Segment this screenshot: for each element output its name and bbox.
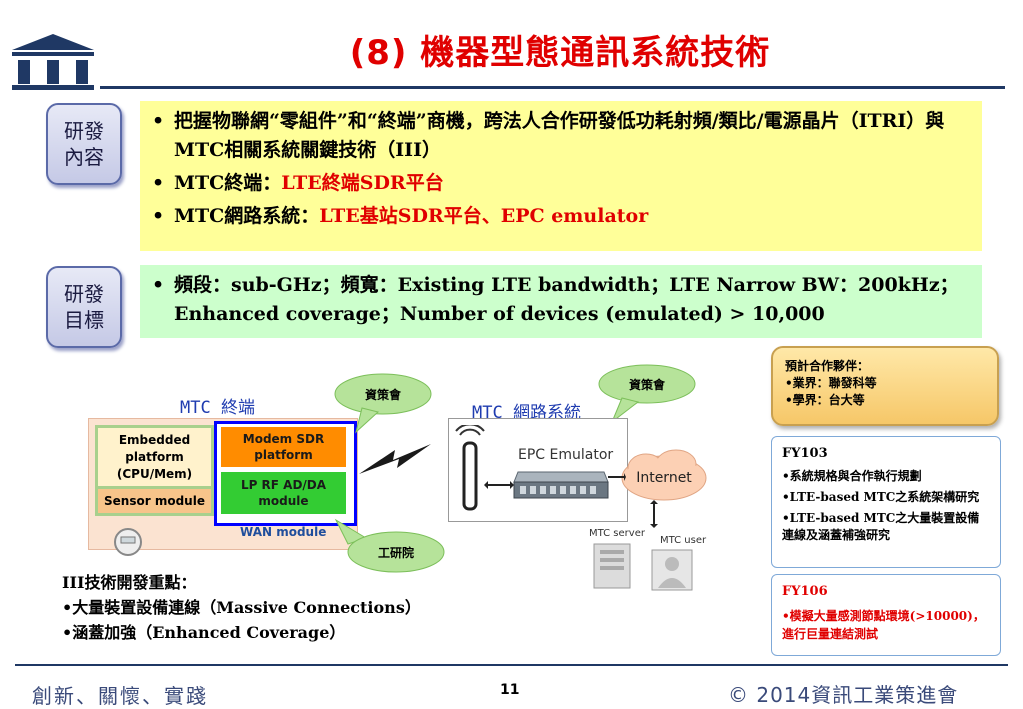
- iii-bubble-terminal: 資策會: [334, 373, 432, 434]
- iii-bubble-network-text: 資策會: [629, 377, 666, 392]
- content-bullet-2: MTC終端：LTE終端SDR平台: [152, 169, 972, 198]
- epc-internet-arrow: [608, 473, 626, 481]
- embedded-platform-block: Embedded platform (CPU/Mem): [95, 425, 214, 489]
- fy103-panel: FY103 •系統規格與合作執行規劃 •LTE-based MTC之系統架構研究…: [771, 436, 1001, 568]
- footer-slogan: 創新、關懷、實踐: [32, 684, 208, 708]
- fy103-item-2: •LTE-based MTC之系統架構研究: [782, 490, 980, 504]
- wan-module-label: WAN module: [240, 525, 327, 539]
- partners-academia: •學界：台大等: [785, 393, 865, 407]
- server-icon: [593, 543, 631, 589]
- internet-label: Internet: [636, 470, 692, 486]
- rd-goal-box: 頻段：sub-GHz；頻寬：Existing LTE bandwidth；LTE…: [140, 265, 982, 338]
- iii-logo: [12, 34, 94, 90]
- base-station-icon: [455, 425, 485, 511]
- fy103-title: FY103: [782, 446, 828, 461]
- iii-focus-list: III技術開發重點： •大量裝置設備連線（Massive Connections…: [62, 570, 421, 645]
- mtc-user-label: MTC user: [660, 535, 707, 546]
- rd-goal-label-line2: 目標: [64, 308, 104, 332]
- partners-title: 預計合作夥伴：: [785, 359, 870, 373]
- rd-content-label-line1: 研發: [64, 119, 104, 143]
- content-bullet-1: 把握物聯網“零組件”和“終端”商機，跨法人合作研發低功耗射頻/類比/電源晶片（I…: [152, 107, 972, 165]
- content-bullet-2-highlight: LTE終端SDR平台: [281, 172, 444, 194]
- sensor-module-block: Sensor module: [95, 486, 214, 516]
- iii-focus-item-2: •涵蓋加強（Enhanced Coverage）: [62, 623, 346, 642]
- fy106-item: •模擬大量感測節點環境(>10000)，進行巨量連結測試: [782, 609, 985, 641]
- fy103-item-1: •系統規格與合作執行規劃: [782, 469, 922, 483]
- iii-focus-item-1: •大量裝置設備連線（Massive Connections）: [62, 598, 421, 617]
- bs-epc-arrow: [484, 481, 514, 489]
- meter-device-icon: [114, 528, 142, 556]
- lp-rf-block: LP RF AD/DA module: [221, 472, 346, 514]
- iii-focus-title: III技術開發重點：: [62, 573, 197, 592]
- fy106-panel: FY106 •模擬大量感測節點環境(>10000)，進行巨量連結測試: [771, 574, 1001, 656]
- wireless-link-icon: [359, 444, 431, 474]
- internet-cloud-icon: Internet: [621, 449, 707, 501]
- iii-bubble-network: 資策會: [598, 364, 696, 424]
- goal-bullet: 頻段：sub-GHz；頻寬：Existing LTE bandwidth；LTE…: [152, 271, 972, 329]
- mtc-server-label: MTC server: [589, 528, 645, 539]
- content-bullet-3-highlight: LTE基站SDR平台、EPC emulator: [319, 205, 649, 227]
- partners-panel: 預計合作夥伴： •業界：聯發科等 •學界：台大等: [771, 346, 999, 426]
- internet-user-arrow: [650, 500, 658, 528]
- itri-bubble: 工研院: [334, 518, 445, 573]
- itri-bubble-text: 工研院: [378, 545, 414, 560]
- page-number: 11: [500, 682, 520, 698]
- page-title: (8) 機器型態通訊系統技術: [349, 33, 771, 73]
- partners-industry: •業界：聯發科等: [785, 376, 877, 390]
- iii-bubble-terminal-text: 資策會: [365, 387, 402, 402]
- network-frame: [448, 418, 628, 522]
- footer-copyright: © 2014資訊工業策進會: [728, 683, 959, 707]
- fy103-item-3: •LTE-based MTC之大量裝置設備連線及涵蓋補強研究: [782, 511, 980, 542]
- rd-goal-label-line1: 研發: [64, 282, 104, 306]
- content-bullet-3-prefix: MTC網路系統：: [174, 205, 320, 227]
- title-divider: [100, 86, 1005, 89]
- content-bullet-3: MTC網路系統：LTE基站SDR平台、EPC emulator: [152, 202, 972, 231]
- rd-content-label-line2: 內容: [64, 145, 104, 169]
- content-bullet-2-prefix: MTC終端：: [174, 172, 282, 194]
- epc-emulator-label: EPC Emulator: [518, 447, 614, 463]
- epc-emulator-icon: [513, 471, 609, 499]
- user-icon: [651, 549, 693, 591]
- rd-content-box: 把握物聯網“零組件”和“終端”商機，跨法人合作研發低功耗射頻/類比/電源晶片（I…: [140, 101, 982, 251]
- mtc-terminal-label: MTC 終端: [180, 398, 255, 418]
- rd-goal-label: 研發 目標: [46, 266, 122, 348]
- modem-sdr-block: Modem SDR platform: [221, 427, 346, 467]
- rd-content-label: 研發 內容: [46, 103, 122, 185]
- footer-divider: [15, 664, 1008, 666]
- fy106-title: FY106: [782, 584, 828, 599]
